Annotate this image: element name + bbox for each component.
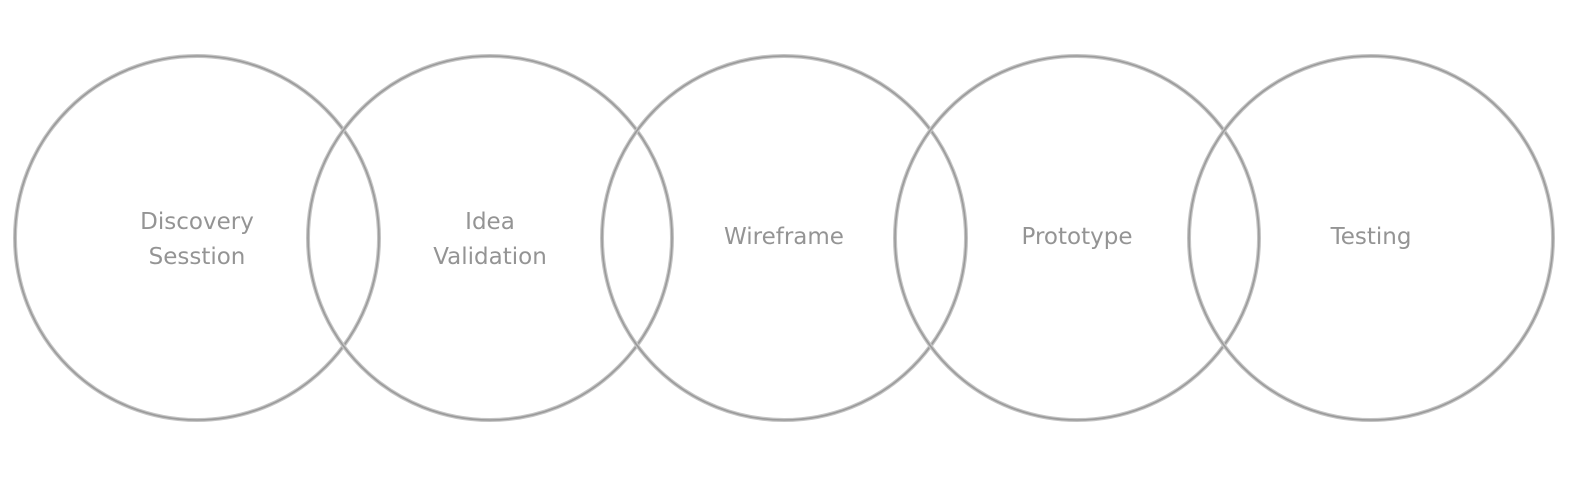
stage-label-line: Idea <box>465 209 515 235</box>
stage-circle <box>601 55 967 421</box>
stage-label-line: Discovery <box>140 209 254 235</box>
stage-circle <box>14 55 380 421</box>
stage-idea-validation: Idea Validation <box>306 54 674 422</box>
stage-label-line: Sesstion <box>149 244 246 270</box>
stage-wireframe: Wireframe <box>600 54 968 422</box>
stage-label-line: Prototype <box>1022 224 1133 250</box>
stage-circle-halo <box>13 54 381 422</box>
stage-prototype: Prototype <box>893 54 1261 422</box>
stage-circle-halo <box>306 54 674 422</box>
stage-label-line: Testing <box>1330 224 1412 250</box>
stage-label-line: Wireframe <box>724 224 844 250</box>
stage-circle <box>1188 55 1554 421</box>
stage-circle <box>894 55 1260 421</box>
stage-discovery-session: Discovery Sesstion <box>13 54 381 422</box>
stage-label-line: Validation <box>433 244 547 270</box>
stage-testing: Testing <box>1187 54 1555 422</box>
stage-circle <box>307 55 673 421</box>
